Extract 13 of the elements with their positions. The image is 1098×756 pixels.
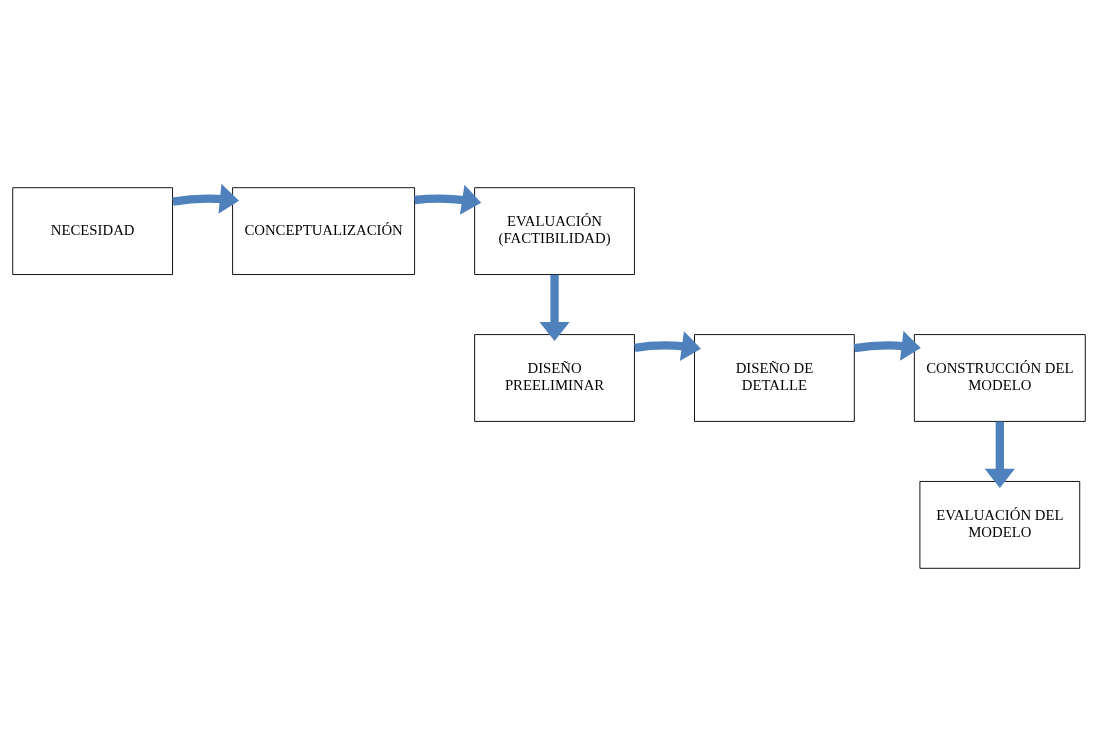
- node-box: EVALUACIÓN DEL MODELO: [919, 481, 1081, 569]
- node-box: CONCEPTUALIZACIÓN: [232, 187, 416, 275]
- node-box: EVALUACIÓN (FACTIBILIDAD): [474, 187, 635, 275]
- arrow: [539, 274, 570, 342]
- node-box: NECESIDAD: [12, 187, 173, 275]
- arrow: [853, 330, 921, 361]
- arrow: [984, 421, 1015, 488]
- node-box: CONSTRUCCIÓN DEL MODELO: [913, 334, 1086, 422]
- node-box: DISEÑO DE DETALLE: [694, 334, 855, 422]
- arrow: [634, 331, 701, 362]
- node-box: DISEÑO PREELIMINAR: [474, 334, 635, 422]
- arrow: [172, 184, 240, 214]
- arrow: [414, 184, 482, 215]
